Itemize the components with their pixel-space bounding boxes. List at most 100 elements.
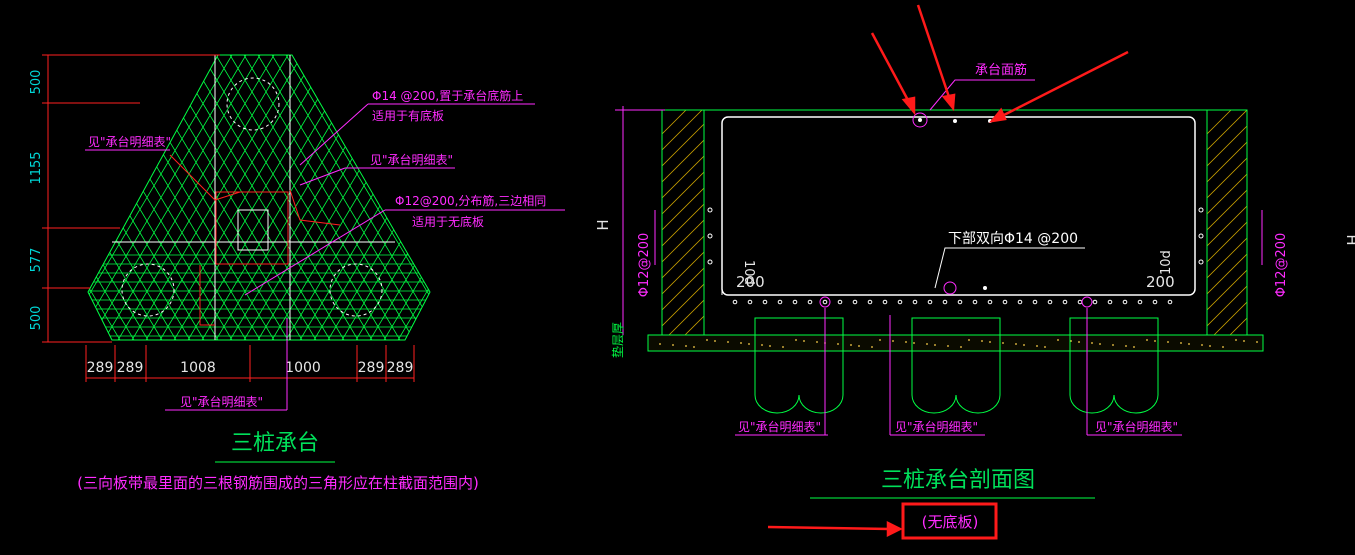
note-see-table-1: 见"承台明细表" <box>370 152 453 167</box>
note-rebar-top-2: 适用于有底板 <box>372 108 444 123</box>
bottom-rebar-dot <box>1077 299 1083 305</box>
bottom-rebar-dot <box>1167 299 1173 305</box>
label-top-rebar: 承台面筋 <box>975 62 1027 78</box>
cushion-dot <box>871 346 873 348</box>
cushion-dot <box>913 342 915 344</box>
column-rebar <box>237 209 269 251</box>
cushion-dots <box>659 339 1258 348</box>
cushion-dot <box>981 340 983 342</box>
hdim-3: 1008 <box>180 360 216 376</box>
hatch-line <box>662 315 705 335</box>
rebar-leader <box>199 265 215 326</box>
cushion-dot <box>1167 341 1169 343</box>
hdim-2: 289 <box>117 360 144 376</box>
cushion-dot <box>850 344 852 346</box>
bottom-rebar-dot <box>1152 299 1158 305</box>
cushion-dot <box>1154 340 1156 342</box>
mesh-line <box>88 55 149 340</box>
pile-note-1: 见"承台明细表" <box>738 419 821 434</box>
hatch-line <box>662 155 705 199</box>
mesh-line <box>0 55 36 340</box>
mesh-line <box>88 55 93 340</box>
section-view: 承台面筋 下部双向Φ14 @200 H H Φ12@200 Φ12@200 10… <box>594 4 1355 540</box>
mesh-line <box>608 55 778 340</box>
mesh-line <box>229 55 401 340</box>
mesh-line <box>355 55 430 340</box>
pile-circle <box>121 263 175 317</box>
label-cushion: 垫层厚 <box>610 322 625 358</box>
cushion-dot <box>1235 339 1237 341</box>
hdim-5: 289 <box>358 360 385 376</box>
mesh-line <box>88 55 191 340</box>
cushion-dot <box>1078 341 1080 343</box>
cushion-dot <box>1057 339 1059 341</box>
hatch-line <box>662 219 705 263</box>
label-side-left: Φ12@200 <box>637 233 652 298</box>
mesh-line <box>650 55 820 340</box>
mesh-line <box>88 55 149 340</box>
cushion-dot <box>1188 343 1190 345</box>
cap-outline <box>87 54 431 341</box>
mesh-line <box>397 55 430 340</box>
hatch-line <box>1206 205 1247 247</box>
column-outline <box>215 191 289 265</box>
hatch-line <box>1206 110 1247 151</box>
hatch-line <box>1206 237 1247 279</box>
hatch-line <box>662 123 705 167</box>
section-title: 三桩承台剖面图 <box>881 468 1035 493</box>
hatch-line <box>662 251 705 295</box>
note-rebar-top: Φ14 @200,置于承台底筋上 <box>372 88 523 103</box>
cushion-dot <box>769 345 771 347</box>
cushion-dot <box>1209 345 1211 347</box>
mesh-line <box>580 55 750 340</box>
hatch-line <box>1206 285 1247 327</box>
mesh-line <box>0 55 78 340</box>
cushion-dot <box>816 341 818 343</box>
rebar-marker <box>819 296 831 308</box>
mesh-line <box>580 55 750 340</box>
mesh-line <box>0 55 50 340</box>
leader-line <box>244 209 386 296</box>
hatch-line <box>1206 173 1247 215</box>
mesh-line <box>0 55 8 340</box>
cushion-dot <box>960 346 962 348</box>
mesh-line <box>369 55 430 340</box>
hatch-line <box>662 187 705 231</box>
cushion-dot <box>672 344 674 346</box>
cushion-dot <box>947 345 949 347</box>
mesh-line <box>0 55 78 340</box>
cushion-dot <box>1023 344 1025 346</box>
mesh-line <box>88 55 219 340</box>
bottom-rebar-dot <box>732 299 738 305</box>
cushion-dot <box>782 346 784 348</box>
cushion-dot <box>1180 342 1182 344</box>
hatch-line <box>662 171 705 215</box>
cushion-dot <box>926 343 928 345</box>
cushion-dot <box>858 345 860 347</box>
bottom-rebar-dot <box>792 299 798 305</box>
wall-hatch <box>662 110 1247 335</box>
mesh-line <box>88 55 121 340</box>
cushion-dot <box>1091 342 1093 344</box>
cushion-dot <box>879 339 881 341</box>
mesh-line <box>88 55 121 340</box>
cushion-dot <box>1015 343 1017 345</box>
cushion-dot <box>659 343 661 345</box>
cushion-dot <box>1044 346 1046 348</box>
cushion-dot <box>1002 342 1004 344</box>
label-side-right: Φ12@200 <box>1274 233 1289 298</box>
label-200-left: 200 <box>736 273 765 291</box>
leader-line <box>299 103 369 166</box>
leader-line <box>934 247 1085 289</box>
vdim-2: 1155 <box>29 151 44 184</box>
hatch-line <box>1206 253 1247 295</box>
mesh-line <box>88 55 135 340</box>
label-10d-left: 10d <box>741 260 756 285</box>
bottom-rebar-dot <box>1017 299 1023 305</box>
mesh-line <box>257 55 429 340</box>
bottom-rebar-dot <box>762 299 768 305</box>
mesh-line <box>88 55 205 340</box>
top-rebar <box>918 118 922 122</box>
label-H-right: H <box>1344 234 1355 245</box>
top-rebar-marker <box>912 112 928 128</box>
